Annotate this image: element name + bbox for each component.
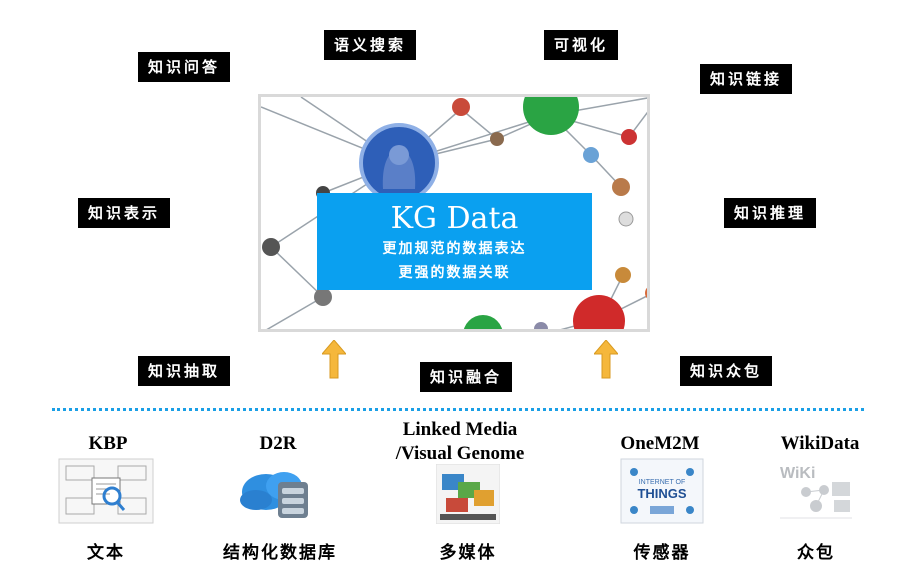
up-arrow-icon (594, 340, 618, 379)
tag-semantic-search: 语义搜索 (324, 30, 417, 60)
cloud-database-icon (240, 472, 308, 518)
source-name-onem2m: OneM2M (620, 433, 700, 454)
banner-line-1: 更加规范的数据表达 (382, 241, 527, 257)
source-name-linked-media: Linked Media /Visual Genome (370, 418, 550, 466)
tag-knowledge-linking: 知识链接 (700, 64, 793, 94)
knowledge-graph-network (261, 97, 647, 329)
source-name-wikidata: WikiData (780, 433, 860, 454)
tag-knowledge-qa: 知识问答 (138, 52, 231, 82)
tag-knowledge-fusion: 知识融合 (420, 362, 513, 392)
svg-text:WiKi: WiKi (780, 465, 815, 482)
source-name-line-1: Linked Media (402, 419, 518, 440)
tag-knowledge-representation: 知识表示 (78, 198, 171, 228)
svg-text:THINGS: THINGS (637, 486, 686, 501)
kg-data-banner: KG Data 更加规范的数据表达 更强的数据关联 (317, 193, 592, 290)
internet-of-things-icon: INTERNET OF THINGS (620, 458, 704, 524)
source-caption-structured-db: 结构化数据库 (223, 543, 337, 563)
media-icon (436, 464, 500, 524)
tag-knowledge-reasoning: 知识推理 (724, 198, 817, 228)
wiki-icon: WiKi (780, 465, 852, 519)
banner-title: KG Data (390, 201, 519, 236)
dotted-divider (52, 408, 864, 411)
tag-knowledge-crowdsourcing: 知识众包 (680, 356, 773, 386)
document-icon (58, 458, 154, 524)
tag-knowledge-extraction: 知识抽取 (138, 356, 231, 386)
source-caption-sensor: 传感器 (633, 543, 691, 563)
banner-line-2: 更强的数据关联 (398, 265, 511, 281)
source-name-kbp: KBP (88, 433, 128, 454)
source-caption-text: 文本 (87, 543, 125, 563)
source-name-d2r: D2R (259, 433, 297, 454)
tag-visualization: 可视化 (544, 30, 619, 60)
source-caption-multimedia: 多媒体 (439, 543, 497, 563)
up-arrow-icon (322, 340, 346, 379)
source-caption-crowdsourcing: 众包 (797, 543, 835, 563)
svg-text:INTERNET OF: INTERNET OF (639, 479, 686, 486)
source-name-line-2: /Visual Genome (395, 443, 525, 464)
